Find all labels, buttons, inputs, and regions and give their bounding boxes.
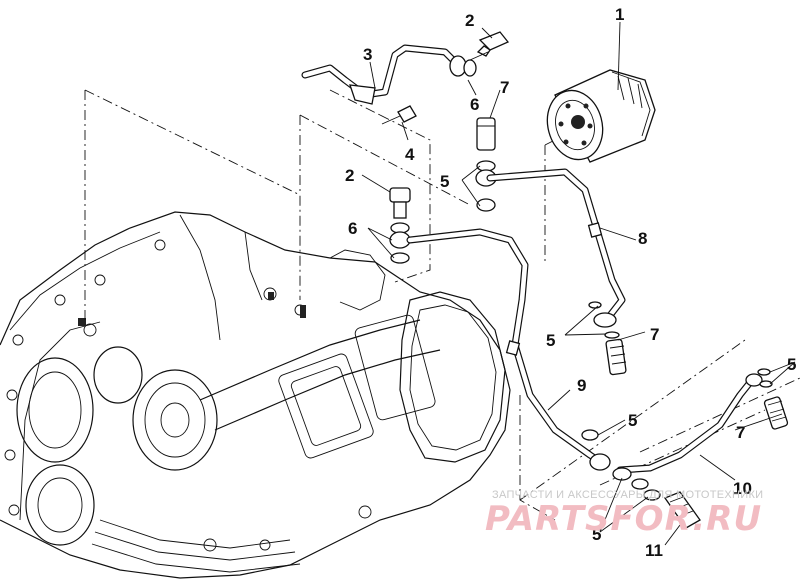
watermark-logo: PARTSFOR.RU <box>485 499 762 539</box>
bolt-small <box>381 105 417 125</box>
callout-8: 8 <box>638 229 647 248</box>
oil-pipe-9 <box>406 228 611 471</box>
callout-3: 3 <box>363 45 372 64</box>
callout-5-mid: 5 <box>546 331 555 350</box>
callout-6-top: 6 <box>470 95 479 114</box>
leader-lines <box>361 21 796 546</box>
callout-numbers: 1 2 3 4 6 7 5 2 6 8 5 7 9 5 5 7 10 5 11 <box>345 5 796 560</box>
engine-crankcase <box>0 211 511 579</box>
callout-4: 4 <box>405 145 415 164</box>
callout-5-bottom: 5 <box>592 525 601 544</box>
fitting-11 <box>663 491 701 529</box>
banjo-bolt-mid <box>475 117 497 212</box>
callout-7-top: 7 <box>500 78 509 97</box>
oil-filter <box>546 69 656 163</box>
callout-11: 11 <box>645 541 663 560</box>
oil-pipe-10 <box>612 368 789 501</box>
breather-pipe <box>301 44 467 105</box>
watermark: ЗАПЧАСТИ И АКСЕССУАРЫ ДЛЯ МОТОТЕХНИКИ PA… <box>485 489 763 539</box>
callout-5-top: 5 <box>440 172 449 191</box>
callout-2-mid: 2 <box>345 166 354 185</box>
callout-6-mid: 6 <box>348 219 357 238</box>
callout-10: 10 <box>733 479 752 498</box>
watermark-caption: ЗАПЧАСТИ И АКСЕССУАРЫ ДЛЯ МОТОТЕХНИКИ <box>492 489 763 501</box>
callout-9: 9 <box>577 376 586 395</box>
callout-2-top: 2 <box>465 11 474 30</box>
banjo-bolt-lower <box>389 187 411 264</box>
callout-5-low: 5 <box>628 411 637 430</box>
oil-pipe-8 <box>486 168 627 376</box>
callout-7-mid: 7 <box>650 325 659 344</box>
callout-1: 1 <box>615 5 624 24</box>
banjo-bolt-upper <box>463 31 510 77</box>
callout-5-right: 5 <box>787 355 796 374</box>
callout-7-right: 7 <box>736 423 745 442</box>
alignment-lines <box>84 89 800 521</box>
